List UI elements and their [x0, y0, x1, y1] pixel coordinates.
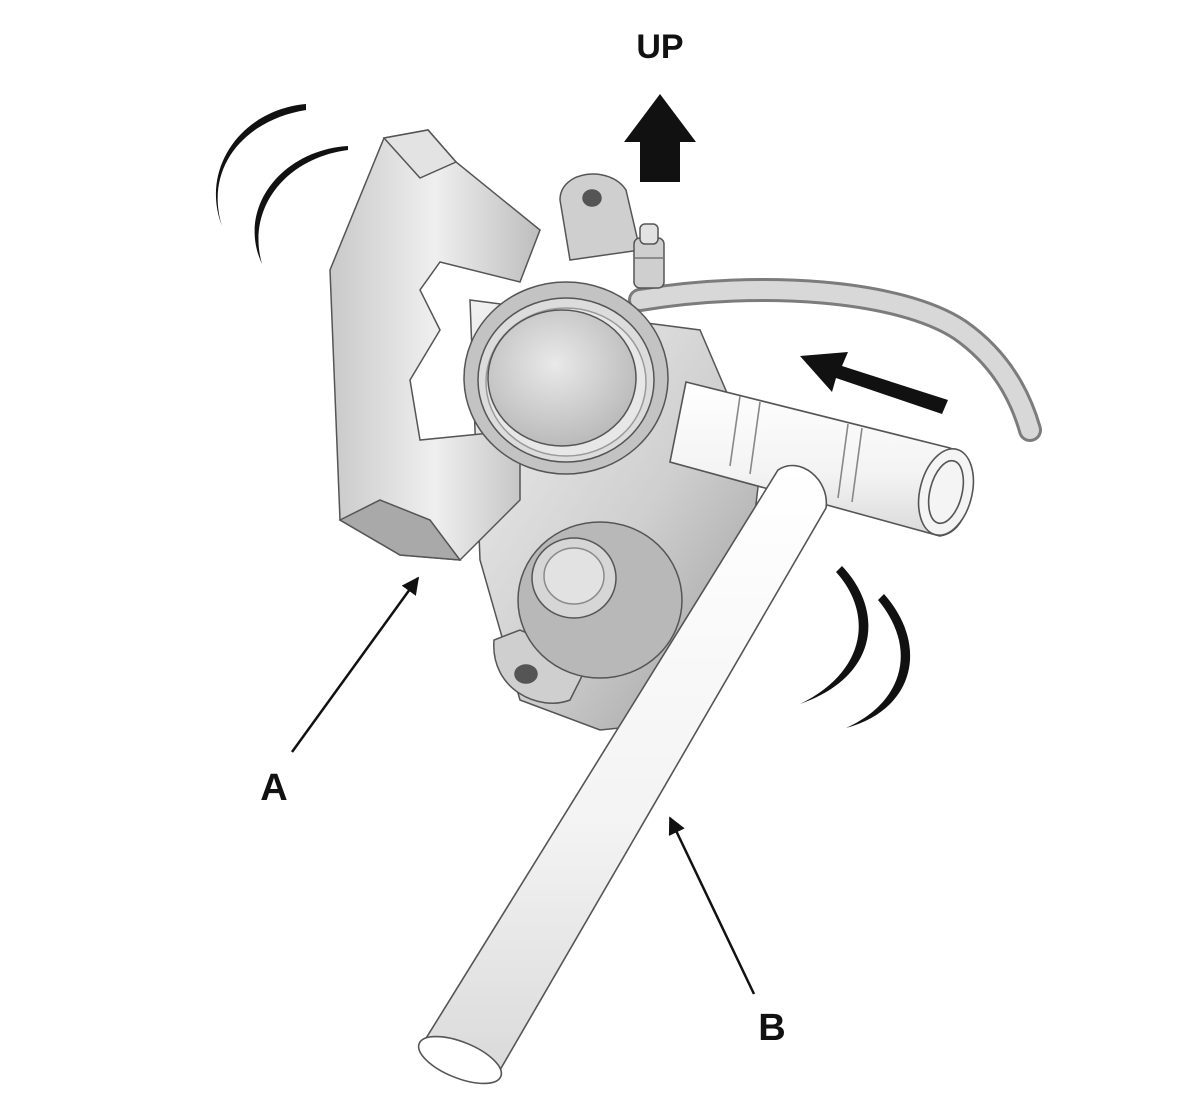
brake-caliper: [329, 129, 761, 731]
push-direction-arrow-icon: [800, 352, 948, 414]
callout-leader-b: [668, 816, 756, 995]
callout-leader-a: [290, 576, 420, 753]
up-label: UP: [636, 28, 683, 66]
caliper-piston: [463, 281, 669, 475]
bleeder-screw: [633, 223, 665, 289]
callout-label-b: B: [758, 1007, 785, 1049]
tool-head: [669, 381, 975, 537]
guide-pin-boot: [517, 521, 683, 679]
vibration-marks-left: [215, 104, 348, 264]
up-arrow-icon: [624, 94, 696, 182]
rod-tool: [417, 464, 828, 1085]
vibration-marks-right: [800, 566, 911, 728]
callout-label-a: A: [260, 767, 287, 809]
